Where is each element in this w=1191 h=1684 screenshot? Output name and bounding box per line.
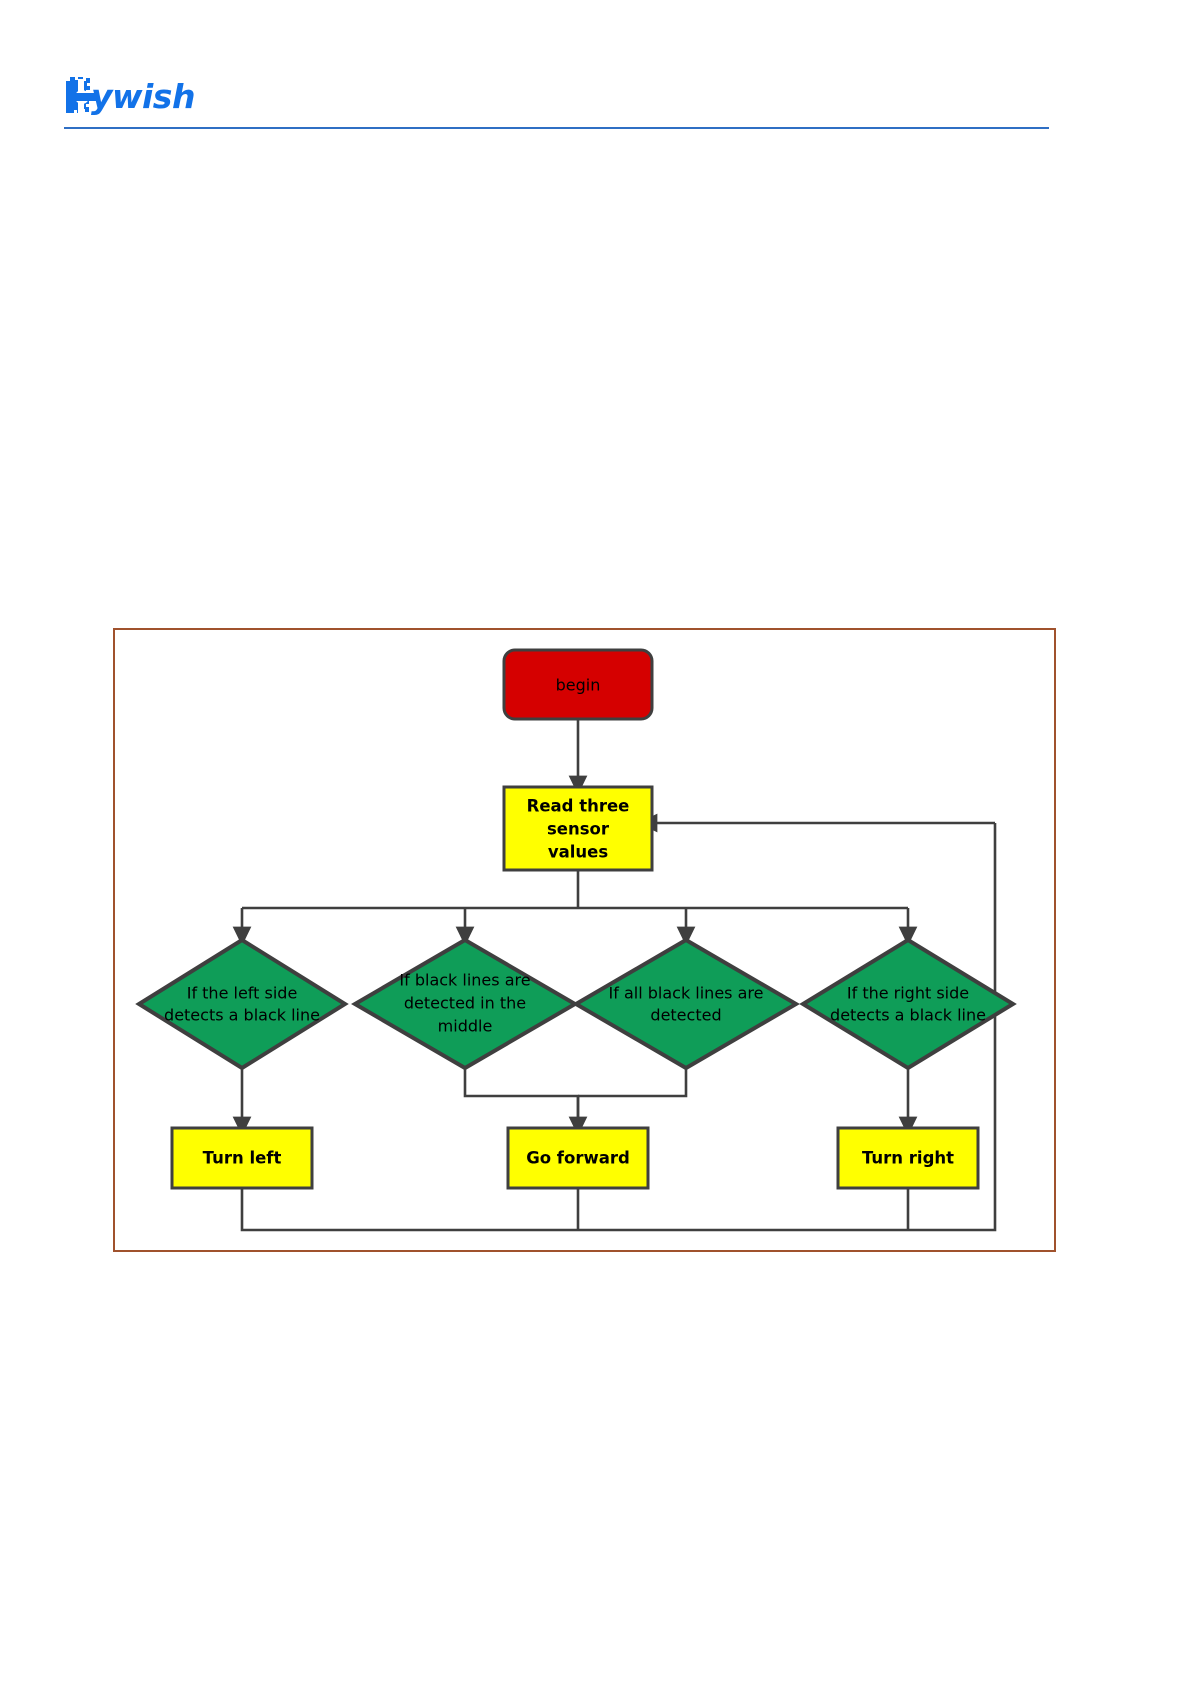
decision-middle-line-1: If black lines are [399,971,530,990]
decision-middle-shape [351,937,579,1071]
edge-turn-left-return [240,823,997,1232]
edge-decision-all-to-go-forward [578,1068,688,1098]
begin-label: begin [556,676,601,695]
flowchart-container: begin Read three sensor values If the le… [113,628,1056,1252]
brand-logo: ywish [64,74,195,120]
brand-name-text: ywish [91,77,195,116]
flow-connectors [232,720,997,1232]
go-forward-label: Go forward [526,1149,630,1168]
read-sensors-line-2: sensor [547,820,610,839]
decision-right-line-2: detects a black line [830,1006,986,1025]
decision-left-shape [135,937,349,1071]
decision-left-line-2: detects a black line [164,1006,320,1025]
header-divider [64,127,1049,129]
node-decision-left[interactable]: If the left side detects a black line [135,937,349,1071]
edge-decision-middle-to-go-forward [463,1068,580,1126]
begin-shape [502,648,654,721]
turn-left-label: Turn left [203,1149,282,1168]
node-turn-left[interactable]: Turn left [170,1126,314,1190]
decision-middle-line-3: middle [438,1017,493,1036]
page-header: ywish [0,0,1191,140]
decision-all-line-1: If all black lines are [609,984,764,1003]
read-sensors-shape [502,785,654,872]
node-decision-right[interactable]: If the right side detects a black line [799,937,1017,1071]
read-sensors-line-3: values [548,843,608,862]
read-sensors-line-1: Read three [527,797,630,816]
turn-left-shape [170,1126,314,1190]
node-go-forward[interactable]: Go forward [506,1126,650,1190]
decision-right-line-1: If the right side [847,984,969,1003]
decision-right-shape [799,937,1017,1071]
node-decision-all[interactable]: If all black lines are detected [572,937,800,1071]
node-read-sensors[interactable]: Read three sensor values [502,785,654,872]
node-begin[interactable]: begin [502,648,654,721]
flowchart-diagram: begin Read three sensor values If the le… [135,648,1017,1232]
decision-all-line-2: detected [650,1006,721,1025]
decision-all-shape [572,937,800,1071]
go-forward-shape [506,1126,650,1190]
turn-right-shape [836,1126,980,1190]
node-decision-middle[interactable]: If black lines are detected in the middl… [351,937,579,1071]
turn-right-label: Turn right [862,1149,954,1168]
node-turn-right[interactable]: Turn right [836,1126,980,1190]
decision-middle-line-2: detected in the [404,994,526,1013]
gear-k-icon [66,77,98,115]
decision-left-line-1: If the left side [187,984,298,1003]
